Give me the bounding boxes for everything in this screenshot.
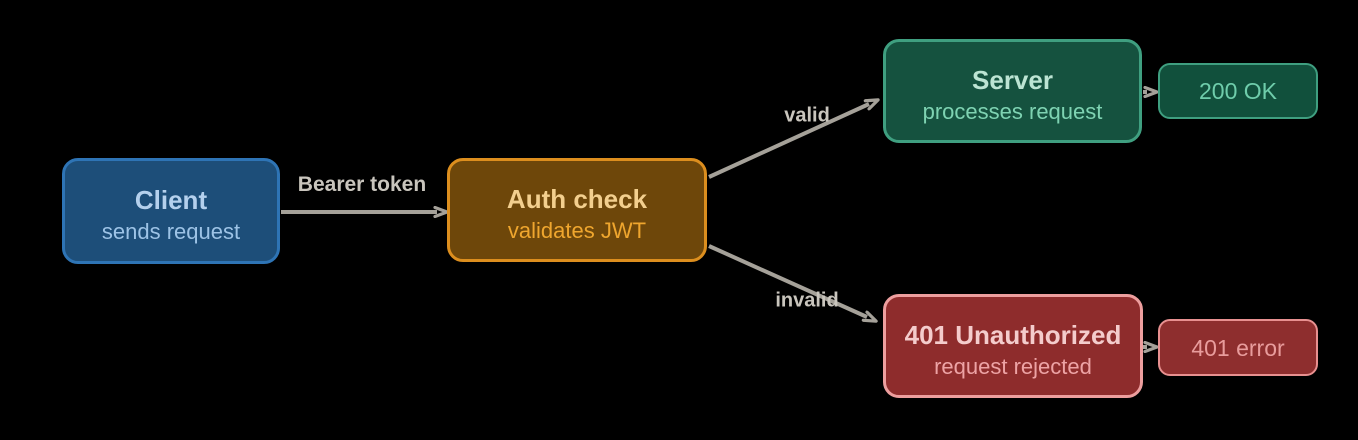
node-server-subtitle: processes request bbox=[922, 99, 1103, 124]
node-401-unauthorized-subtitle: request rejected bbox=[934, 354, 1092, 379]
node-client-subtitle: sends request bbox=[101, 219, 241, 244]
node-401-unauthorized-title: 401 Unauthorized bbox=[904, 320, 1122, 350]
node-client: Client sends request bbox=[62, 158, 280, 264]
node-401-error-label: 401 error bbox=[1191, 334, 1285, 361]
node-auth-check: Auth check validates JWT bbox=[447, 158, 707, 262]
node-server-title: Server bbox=[972, 65, 1053, 95]
node-401-unauthorized: 401 Unauthorized request rejected bbox=[883, 294, 1143, 398]
edge-label-valid: valid bbox=[784, 104, 830, 127]
node-server: Server processes request bbox=[883, 39, 1142, 143]
node-200-ok: 200 OK bbox=[1158, 63, 1318, 119]
node-auth-check-subtitle: validates JWT bbox=[507, 218, 647, 243]
node-200-ok-label: 200 OK bbox=[1199, 78, 1277, 104]
node-401-error: 401 error bbox=[1158, 319, 1318, 376]
edge-label-invalid: invalid bbox=[775, 289, 839, 312]
node-client-title: Client bbox=[134, 185, 208, 215]
node-auth-check-title: Auth check bbox=[506, 184, 648, 214]
edge-auth-server bbox=[708, 104, 869, 179]
edge-label-bearer-token: Bearer token bbox=[297, 173, 427, 196]
edge-auth-unauthorized bbox=[708, 244, 867, 317]
